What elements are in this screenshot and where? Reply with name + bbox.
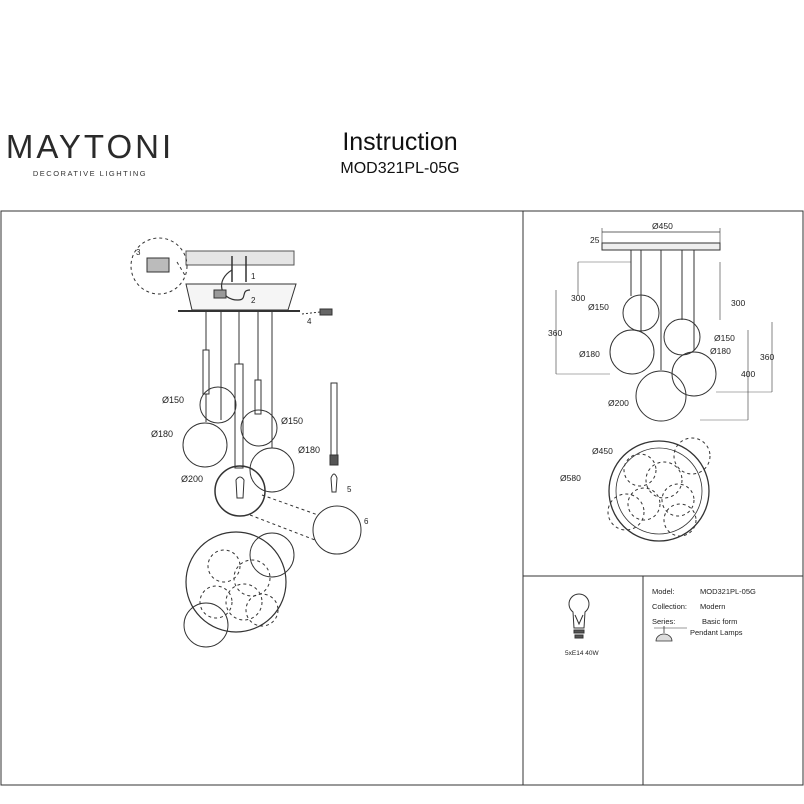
bulb-icon xyxy=(568,593,590,639)
wiring-detail xyxy=(130,237,188,295)
dim-shade-180-a: Ø180 xyxy=(579,349,600,359)
globe-separate xyxy=(312,505,362,555)
globe-180-a xyxy=(182,422,228,468)
dim-drop-400: 400 xyxy=(741,369,755,379)
label-d200: Ø200 xyxy=(181,474,203,484)
dim-drop-300-a: 300 xyxy=(571,293,585,303)
instruction-title: Instruction xyxy=(342,128,458,156)
label-d150-a: Ø150 xyxy=(162,395,184,405)
label-d180-a: Ø180 xyxy=(151,429,173,439)
canopy xyxy=(185,283,297,311)
dim-globe-200 xyxy=(635,370,687,422)
step-6: 6 xyxy=(364,517,369,526)
spec-table: Model: MOD321PL-05G Collection: Modern S… xyxy=(652,587,756,637)
dim-drop-360-a: 360 xyxy=(548,328,562,338)
globe-150-a xyxy=(199,386,237,424)
dim-shade-200: Ø200 xyxy=(608,398,629,408)
step-5: 5 xyxy=(347,485,352,494)
spec-collection-label: Collection: xyxy=(652,602,687,611)
label-d180-b: Ø180 xyxy=(298,445,320,455)
spec-model-value: MOD321PL-05G xyxy=(700,587,756,596)
dim-drop-360-b: 360 xyxy=(760,352,774,362)
dim-shade-150-b: Ø150 xyxy=(714,333,735,343)
brand-name: MAYTONI xyxy=(5,128,175,165)
step-2: 2 xyxy=(251,296,256,305)
bulb-spec: 5xE14 40W xyxy=(565,650,599,657)
dim-shade-150-a: Ø150 xyxy=(588,302,609,312)
brand-logo: MAYTONI DECORATIVE LIGHTING xyxy=(0,128,180,178)
dim-plan-view xyxy=(608,440,710,542)
spec-model-label: Model: xyxy=(652,587,675,596)
dim-globe-150-b xyxy=(663,318,701,356)
page-title: Instruction MOD321PL-05G xyxy=(300,128,500,178)
label-d150-b: Ø150 xyxy=(281,416,303,426)
dimension-view xyxy=(555,228,773,542)
assembly-view xyxy=(130,237,362,648)
dim-plan-outer: Ø580 xyxy=(560,473,581,483)
dim-plan-inner: Ø450 xyxy=(592,446,613,456)
globe-150-b xyxy=(240,409,278,447)
step-1: 1 xyxy=(251,272,256,281)
spec-type-value: Pendant Lamps xyxy=(690,628,743,637)
spec-series-value: Basic form xyxy=(702,617,737,626)
model-number: MOD321PL-05G xyxy=(340,160,460,177)
plan-view xyxy=(185,531,287,633)
dim-shade-180-b: Ø180 xyxy=(710,346,731,356)
dim-canopy-height: 25 xyxy=(590,235,600,245)
step-4: 4 xyxy=(307,317,312,326)
pendant-lamp-icon xyxy=(654,626,687,642)
brand-tagline: DECORATIVE LIGHTING xyxy=(32,169,148,178)
spec-series-label: Series: xyxy=(652,617,675,626)
dim-globe-180-a xyxy=(609,329,655,375)
spec-collection-value: Modern xyxy=(700,602,725,611)
dim-globe-150-a xyxy=(622,294,660,332)
sheet-frame xyxy=(0,210,804,786)
globe-200 xyxy=(214,465,266,517)
step-3: 3 xyxy=(136,248,141,257)
dim-globe-180-b xyxy=(671,351,717,397)
dim-drop-300-b: 300 xyxy=(731,298,745,308)
globe-180-b xyxy=(249,447,295,493)
dim-canopy-diameter: Ø450 xyxy=(652,221,673,231)
